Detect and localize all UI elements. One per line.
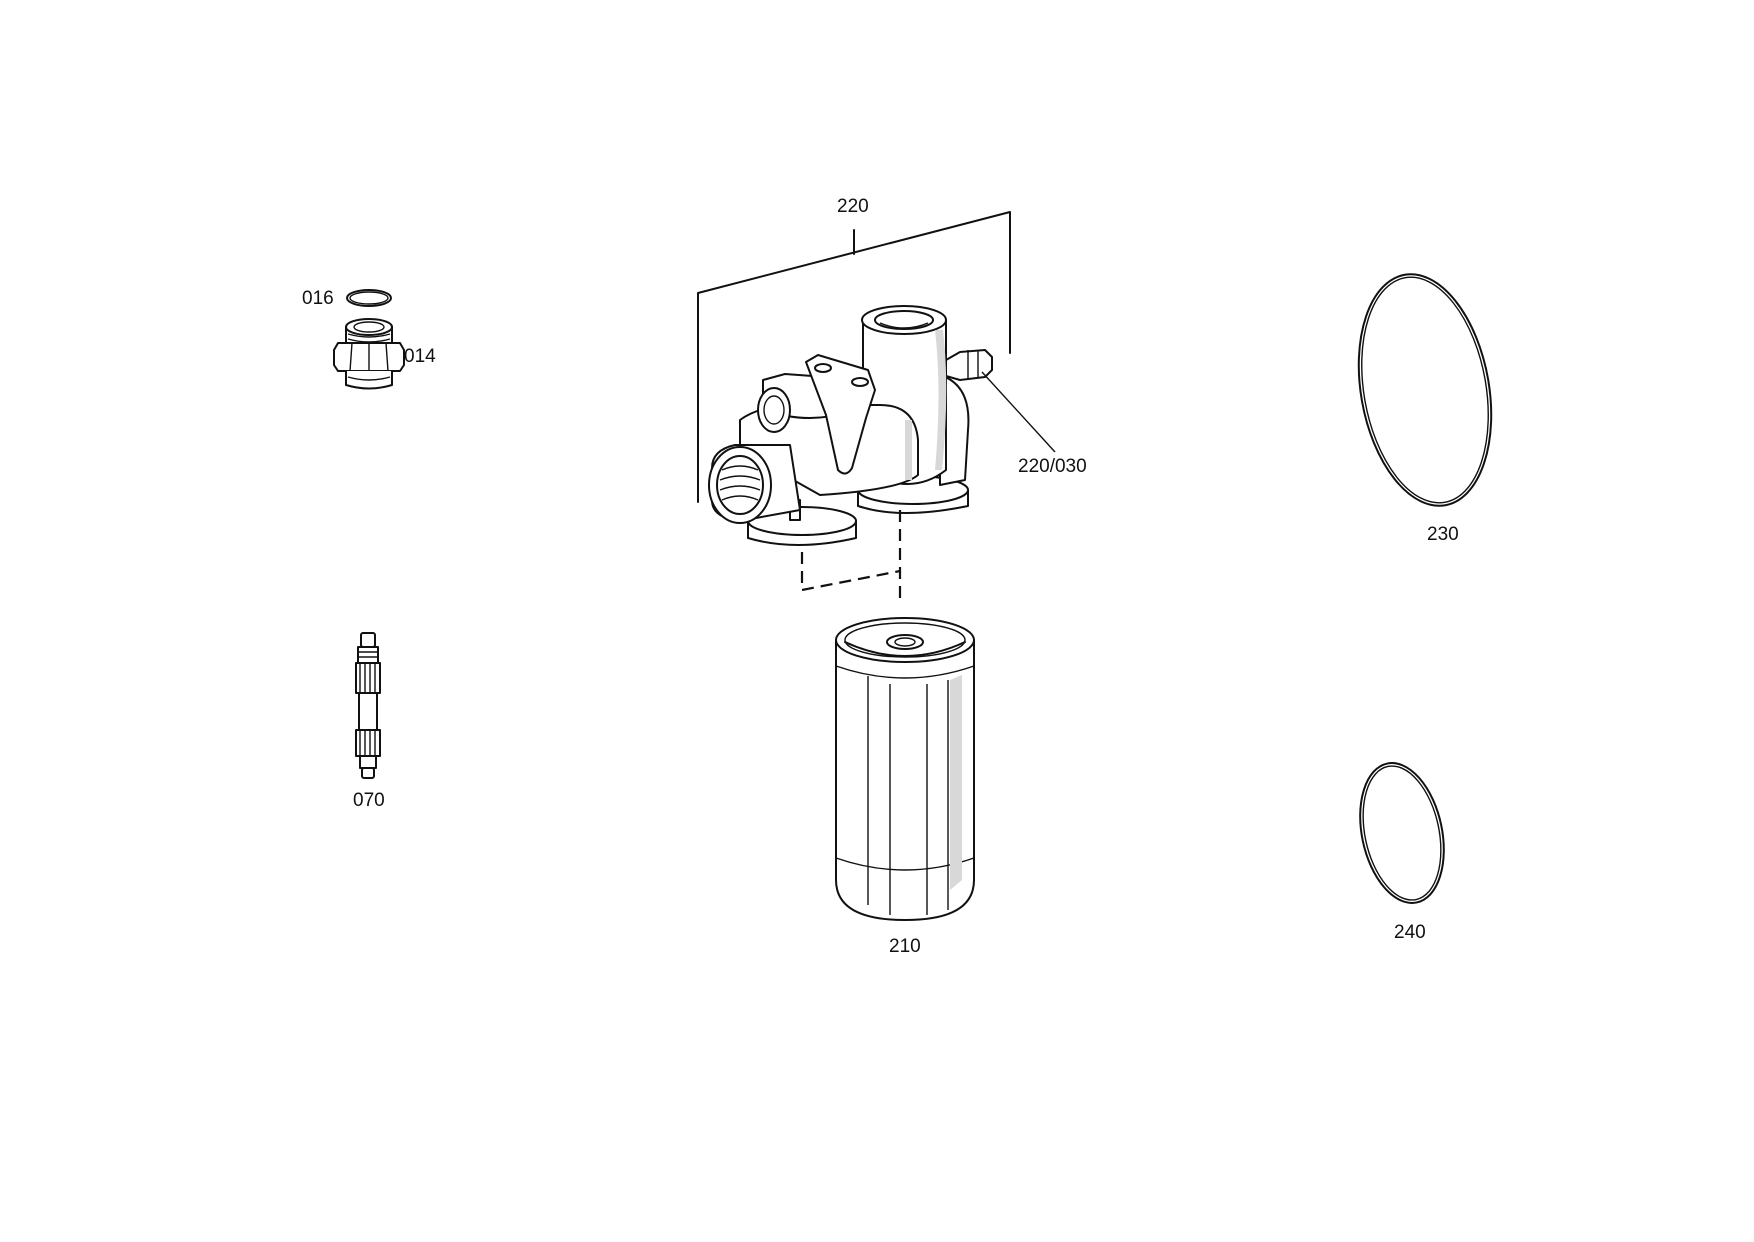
- label-230: 230: [1427, 524, 1459, 545]
- part-220-bracket: [697, 211, 1011, 503]
- part-210-filter-cartridge[interactable]: [835, 617, 975, 921]
- part-220-filter-head[interactable]: [708, 305, 993, 546]
- label-240: 240: [1394, 922, 1426, 943]
- label-070: 070: [353, 790, 385, 811]
- part-070-valve-pin[interactable]: [355, 632, 381, 779]
- leader-220-030: [981, 371, 1056, 453]
- label-220: 220: [837, 196, 869, 217]
- assembly-dashed-lines: [800, 510, 902, 602]
- label-016: 016: [302, 288, 334, 309]
- part-016-o-ring[interactable]: [346, 289, 392, 307]
- label-210: 210: [889, 936, 921, 957]
- label-014: 014: [404, 346, 436, 367]
- part-240-seal-ring[interactable]: [1348, 755, 1456, 911]
- part-014-fitting[interactable]: [333, 318, 405, 390]
- part-230-seal-ring[interactable]: [1342, 264, 1509, 517]
- label-220-030: 220/030: [1018, 456, 1087, 477]
